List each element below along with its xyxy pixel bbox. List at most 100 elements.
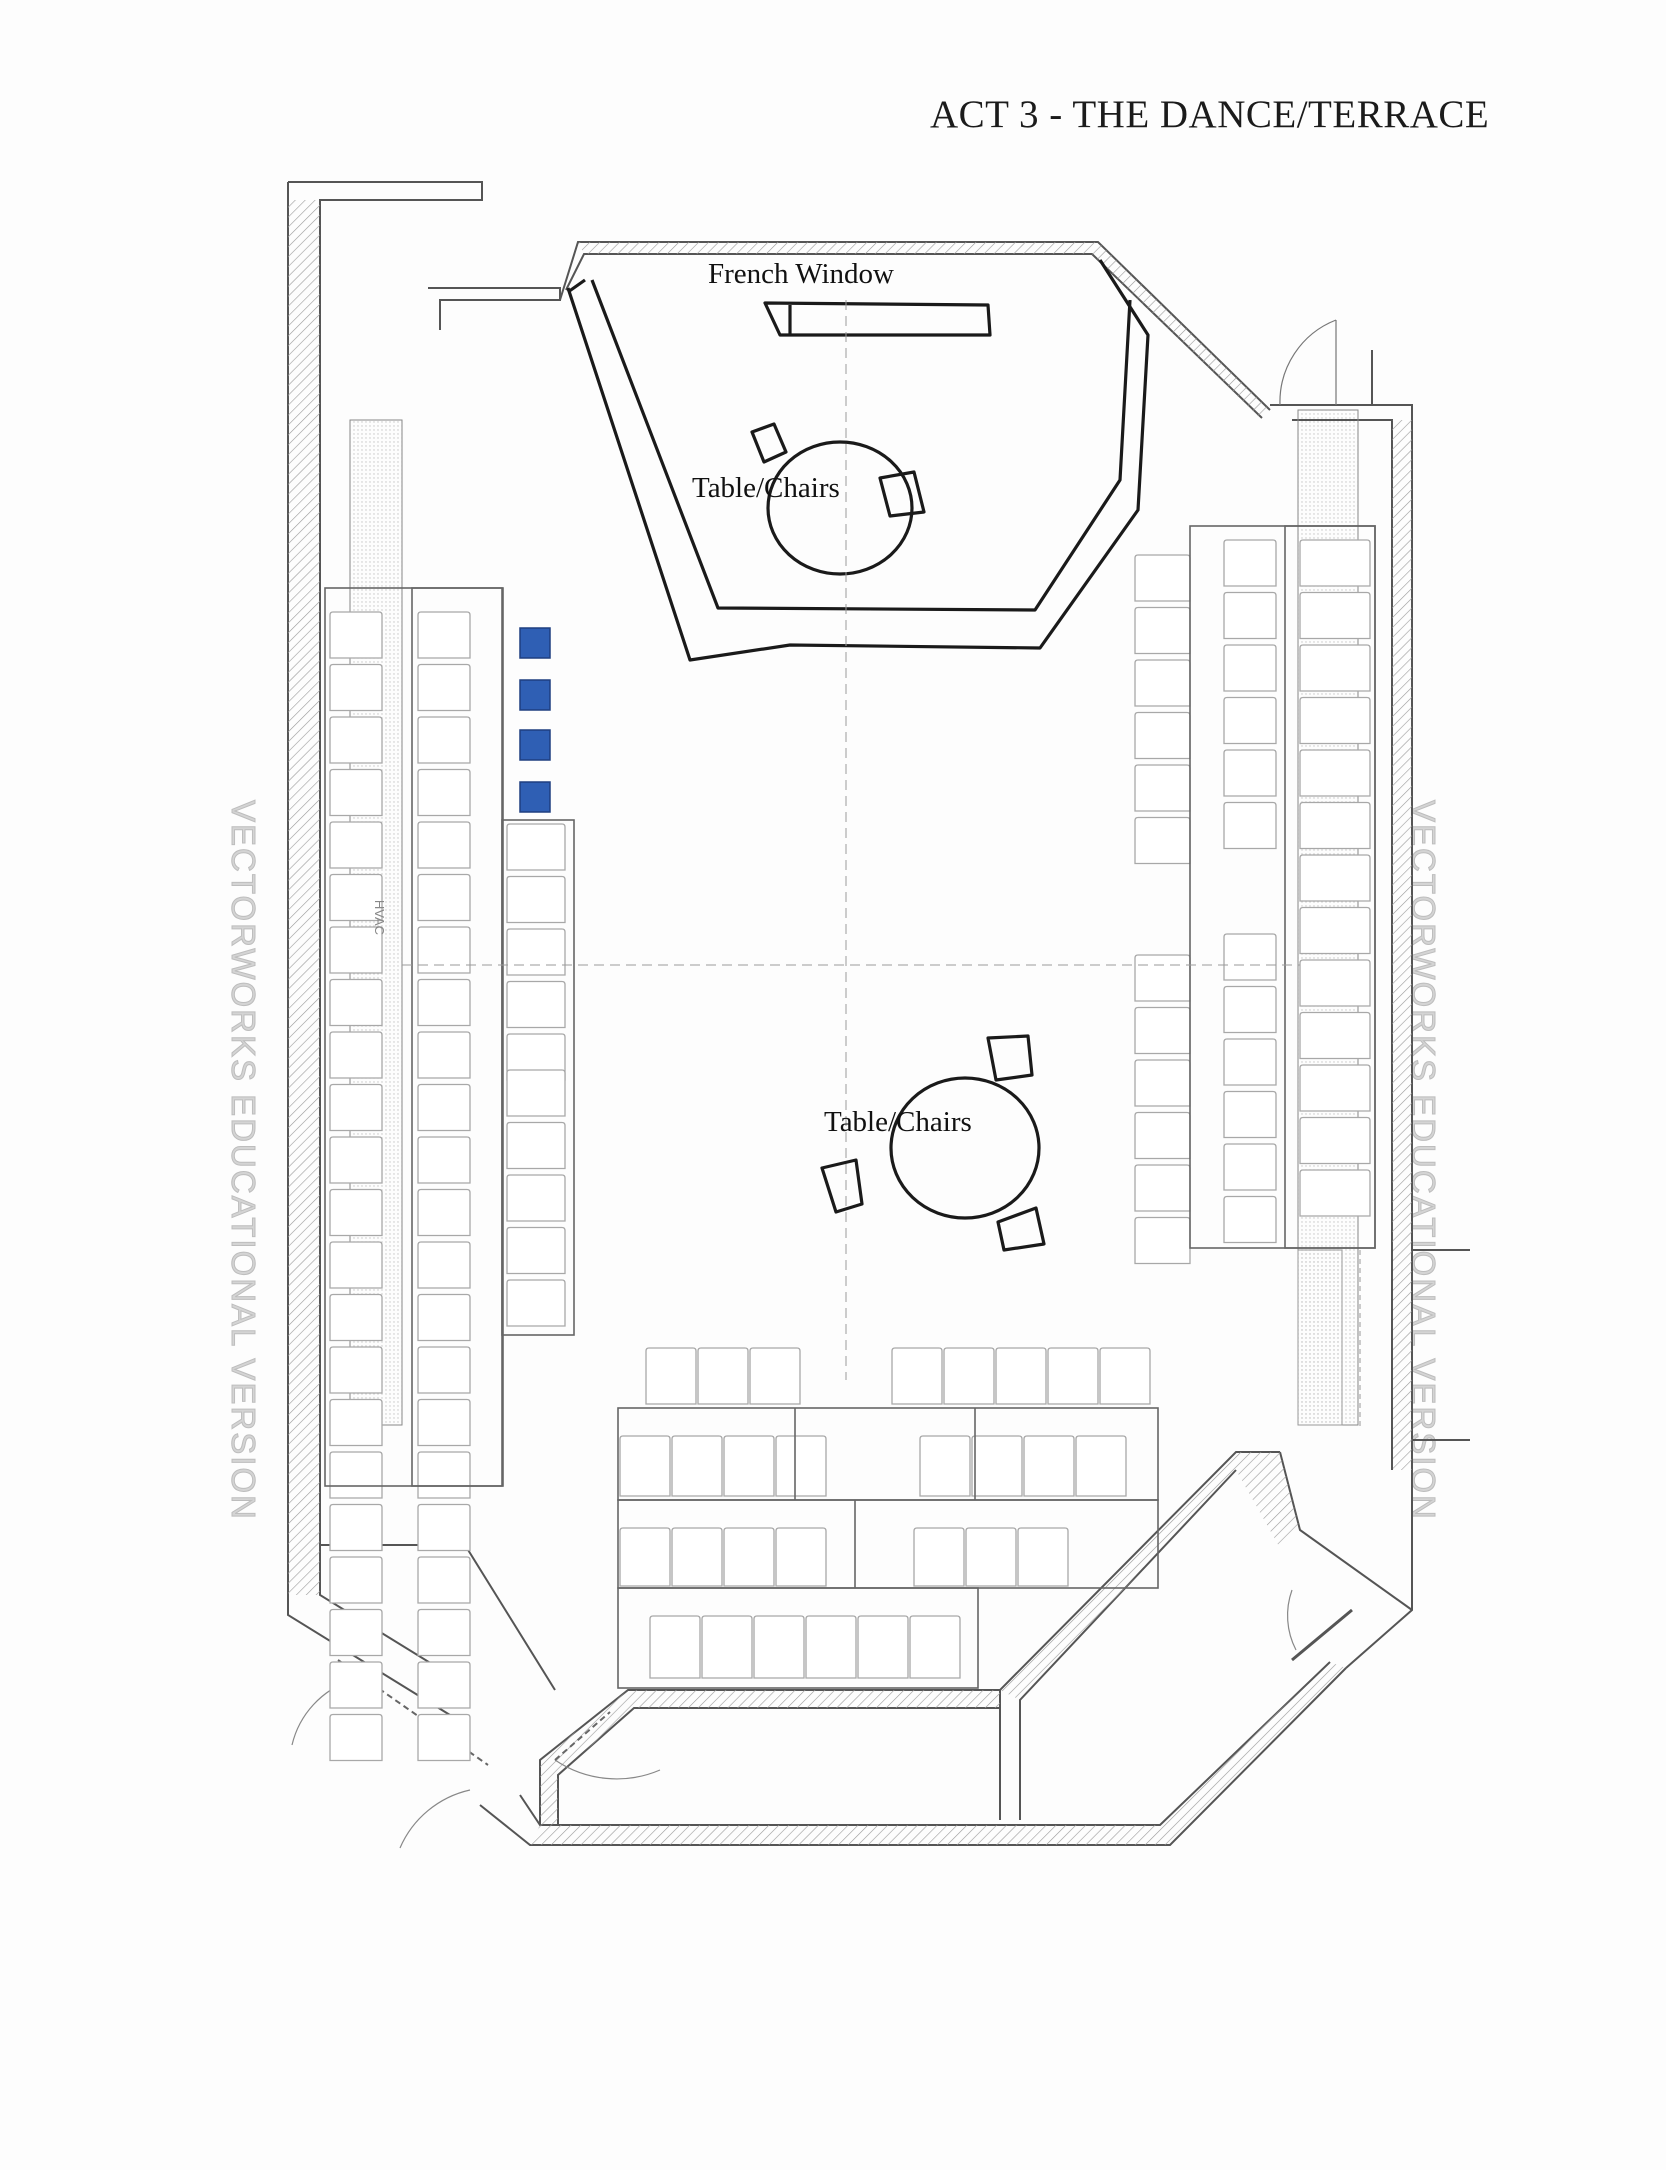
seat-bottom-row4 [909, 1615, 961, 1679]
seat-bottom-row2 [971, 1435, 1023, 1497]
seat-left-outer [329, 768, 383, 817]
seat-left-outer [329, 1241, 383, 1289]
seat-right-outer [1299, 1116, 1371, 1165]
seat-right-inner [1134, 1111, 1191, 1160]
seat-bottom-front [943, 1347, 995, 1405]
seat-right-middle [1223, 985, 1277, 1034]
label-table-chairs-lower: Table/Chairs [824, 1106, 972, 1138]
seat-right-outer [1299, 906, 1371, 955]
seat-right-outer [1299, 959, 1371, 1007]
seat-right-outer [1299, 1169, 1371, 1217]
seat-bottom-row2 [723, 1435, 775, 1497]
seat-left-outer [329, 926, 383, 974]
seat-left-middle [417, 716, 471, 764]
audience-seating [329, 539, 1371, 1762]
seat-left-inner [506, 1033, 566, 1081]
seat-left-inner [506, 1121, 566, 1170]
seat-right-outer [1299, 1064, 1371, 1112]
label-table-chairs-upper: Table/Chairs [692, 472, 840, 504]
seat-bottom-front [1099, 1347, 1151, 1405]
seat-left-inner [506, 1226, 566, 1275]
seat-bottom-row2 [671, 1435, 723, 1497]
seat-right-inner [1134, 1006, 1191, 1055]
seat-left-outer [329, 663, 383, 712]
seat-right-middle [1223, 591, 1277, 640]
seat-left-middle [417, 821, 471, 869]
seat-left-outer [329, 1608, 383, 1657]
center-lines [402, 300, 1300, 1380]
seat-bottom-row4 [753, 1615, 805, 1679]
seat-left-outer [329, 1451, 383, 1499]
seat-left-outer [329, 1556, 383, 1604]
seat-right-inner [1134, 1216, 1191, 1265]
seat-left-outer [329, 1188, 383, 1237]
seat-right-outer [1299, 749, 1371, 797]
seat-right-inner [1134, 659, 1191, 707]
seat-bottom-row3 [913, 1527, 965, 1587]
label-hvac: HVAC [372, 899, 388, 936]
seat-bottom-row2 [1023, 1435, 1075, 1497]
seat-left-outer [329, 873, 383, 922]
seat-right-middle [1223, 644, 1277, 692]
seat-left-middle [417, 926, 471, 974]
seat-bottom-front [645, 1347, 697, 1405]
seat-right-inner [1134, 554, 1191, 602]
seat-right-inner [1134, 606, 1191, 655]
seat-left-outer [329, 716, 383, 764]
seat-left-outer [329, 821, 383, 869]
seat-left-outer [329, 1713, 383, 1762]
stage-thrust [566, 259, 1150, 1252]
seat-left-middle [417, 978, 471, 1027]
seat-right-outer [1299, 644, 1371, 692]
seat-bottom-front [749, 1347, 801, 1405]
seat-left-outer [329, 1398, 383, 1447]
seat-right-middle [1223, 696, 1277, 745]
seat-right-middle [1223, 1038, 1277, 1086]
seat-left-middle [417, 1293, 471, 1342]
seat-bottom-row3 [723, 1527, 775, 1587]
seat-bottom-row4 [857, 1615, 909, 1679]
seat-right-middle [1223, 749, 1277, 797]
seat-left-inner [506, 980, 566, 1029]
seat-bottom-front [891, 1347, 943, 1405]
seat-left-outer [329, 978, 383, 1027]
seat-left-outer [329, 1661, 383, 1709]
seat-right-inner [1134, 764, 1191, 812]
seat-left-outer [329, 1136, 383, 1184]
seat-right-middle [1223, 1090, 1277, 1139]
seat-bottom-row4 [805, 1615, 857, 1679]
seat-left-middle [417, 768, 471, 817]
seat-left-middle [417, 1083, 471, 1132]
seat-bottom-row2 [619, 1435, 671, 1497]
seat-left-inner [506, 1279, 566, 1327]
seat-bottom-row3 [671, 1527, 723, 1587]
seat-bottom-row3 [619, 1527, 671, 1587]
blue-block [519, 627, 551, 659]
seat-right-outer [1299, 591, 1371, 640]
seat-right-middle [1223, 801, 1277, 850]
seat-left-middle [417, 1608, 471, 1657]
seat-right-outer [1299, 1011, 1371, 1060]
seat-right-middle [1223, 1143, 1277, 1191]
seat-right-outer [1299, 854, 1371, 902]
blue-block [519, 729, 551, 761]
seat-left-outer [329, 1503, 383, 1552]
seat-left-inner [506, 875, 566, 924]
seat-right-inner [1134, 816, 1191, 865]
seat-left-middle [417, 1503, 471, 1552]
seat-left-outer [329, 611, 383, 659]
seat-right-inner [1134, 954, 1191, 1002]
seat-left-middle [417, 1188, 471, 1237]
seat-left-middle [417, 1556, 471, 1604]
seat-bottom-row4 [701, 1615, 753, 1679]
seat-bottom-front [1047, 1347, 1099, 1405]
seat-left-middle [417, 1241, 471, 1289]
page-title: ACT 3 - THE DANCE/TERRACE [930, 93, 1490, 136]
seat-left-middle [417, 1661, 471, 1709]
seat-left-inner [506, 928, 566, 976]
outer-walls [287, 181, 1470, 1849]
seat-bottom-row2 [919, 1435, 971, 1497]
seat-right-middle [1223, 1195, 1277, 1244]
